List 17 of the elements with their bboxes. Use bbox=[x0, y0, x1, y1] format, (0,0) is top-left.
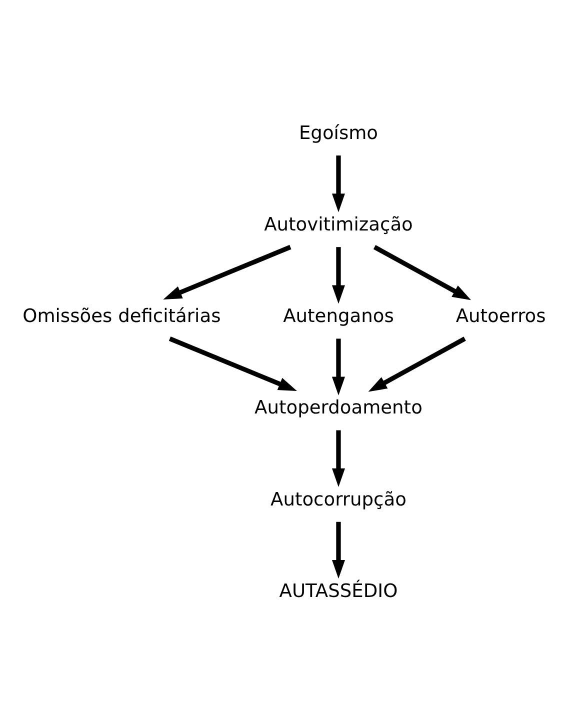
node-text: Autoerros bbox=[456, 306, 546, 327]
node-text: Omissões deficitárias bbox=[22, 306, 221, 327]
node-text: Autocorrupção bbox=[270, 488, 406, 510]
node-text: Autenganos bbox=[283, 306, 394, 327]
arrow bbox=[332, 246, 345, 304]
arrow bbox=[332, 430, 345, 486]
arrow bbox=[373, 244, 472, 300]
arrow bbox=[368, 336, 466, 392]
node-text: Autoperdoamento bbox=[254, 397, 422, 418]
arrow bbox=[332, 154, 345, 212]
arrow bbox=[168, 336, 297, 391]
node-text: Autovitimização bbox=[264, 214, 413, 236]
arrow bbox=[332, 338, 345, 395]
node-text: AUTASSÉDIO bbox=[279, 580, 398, 602]
arrow bbox=[332, 521, 345, 578]
arrow bbox=[163, 244, 292, 299]
node-text: Egoísmo bbox=[298, 122, 378, 144]
